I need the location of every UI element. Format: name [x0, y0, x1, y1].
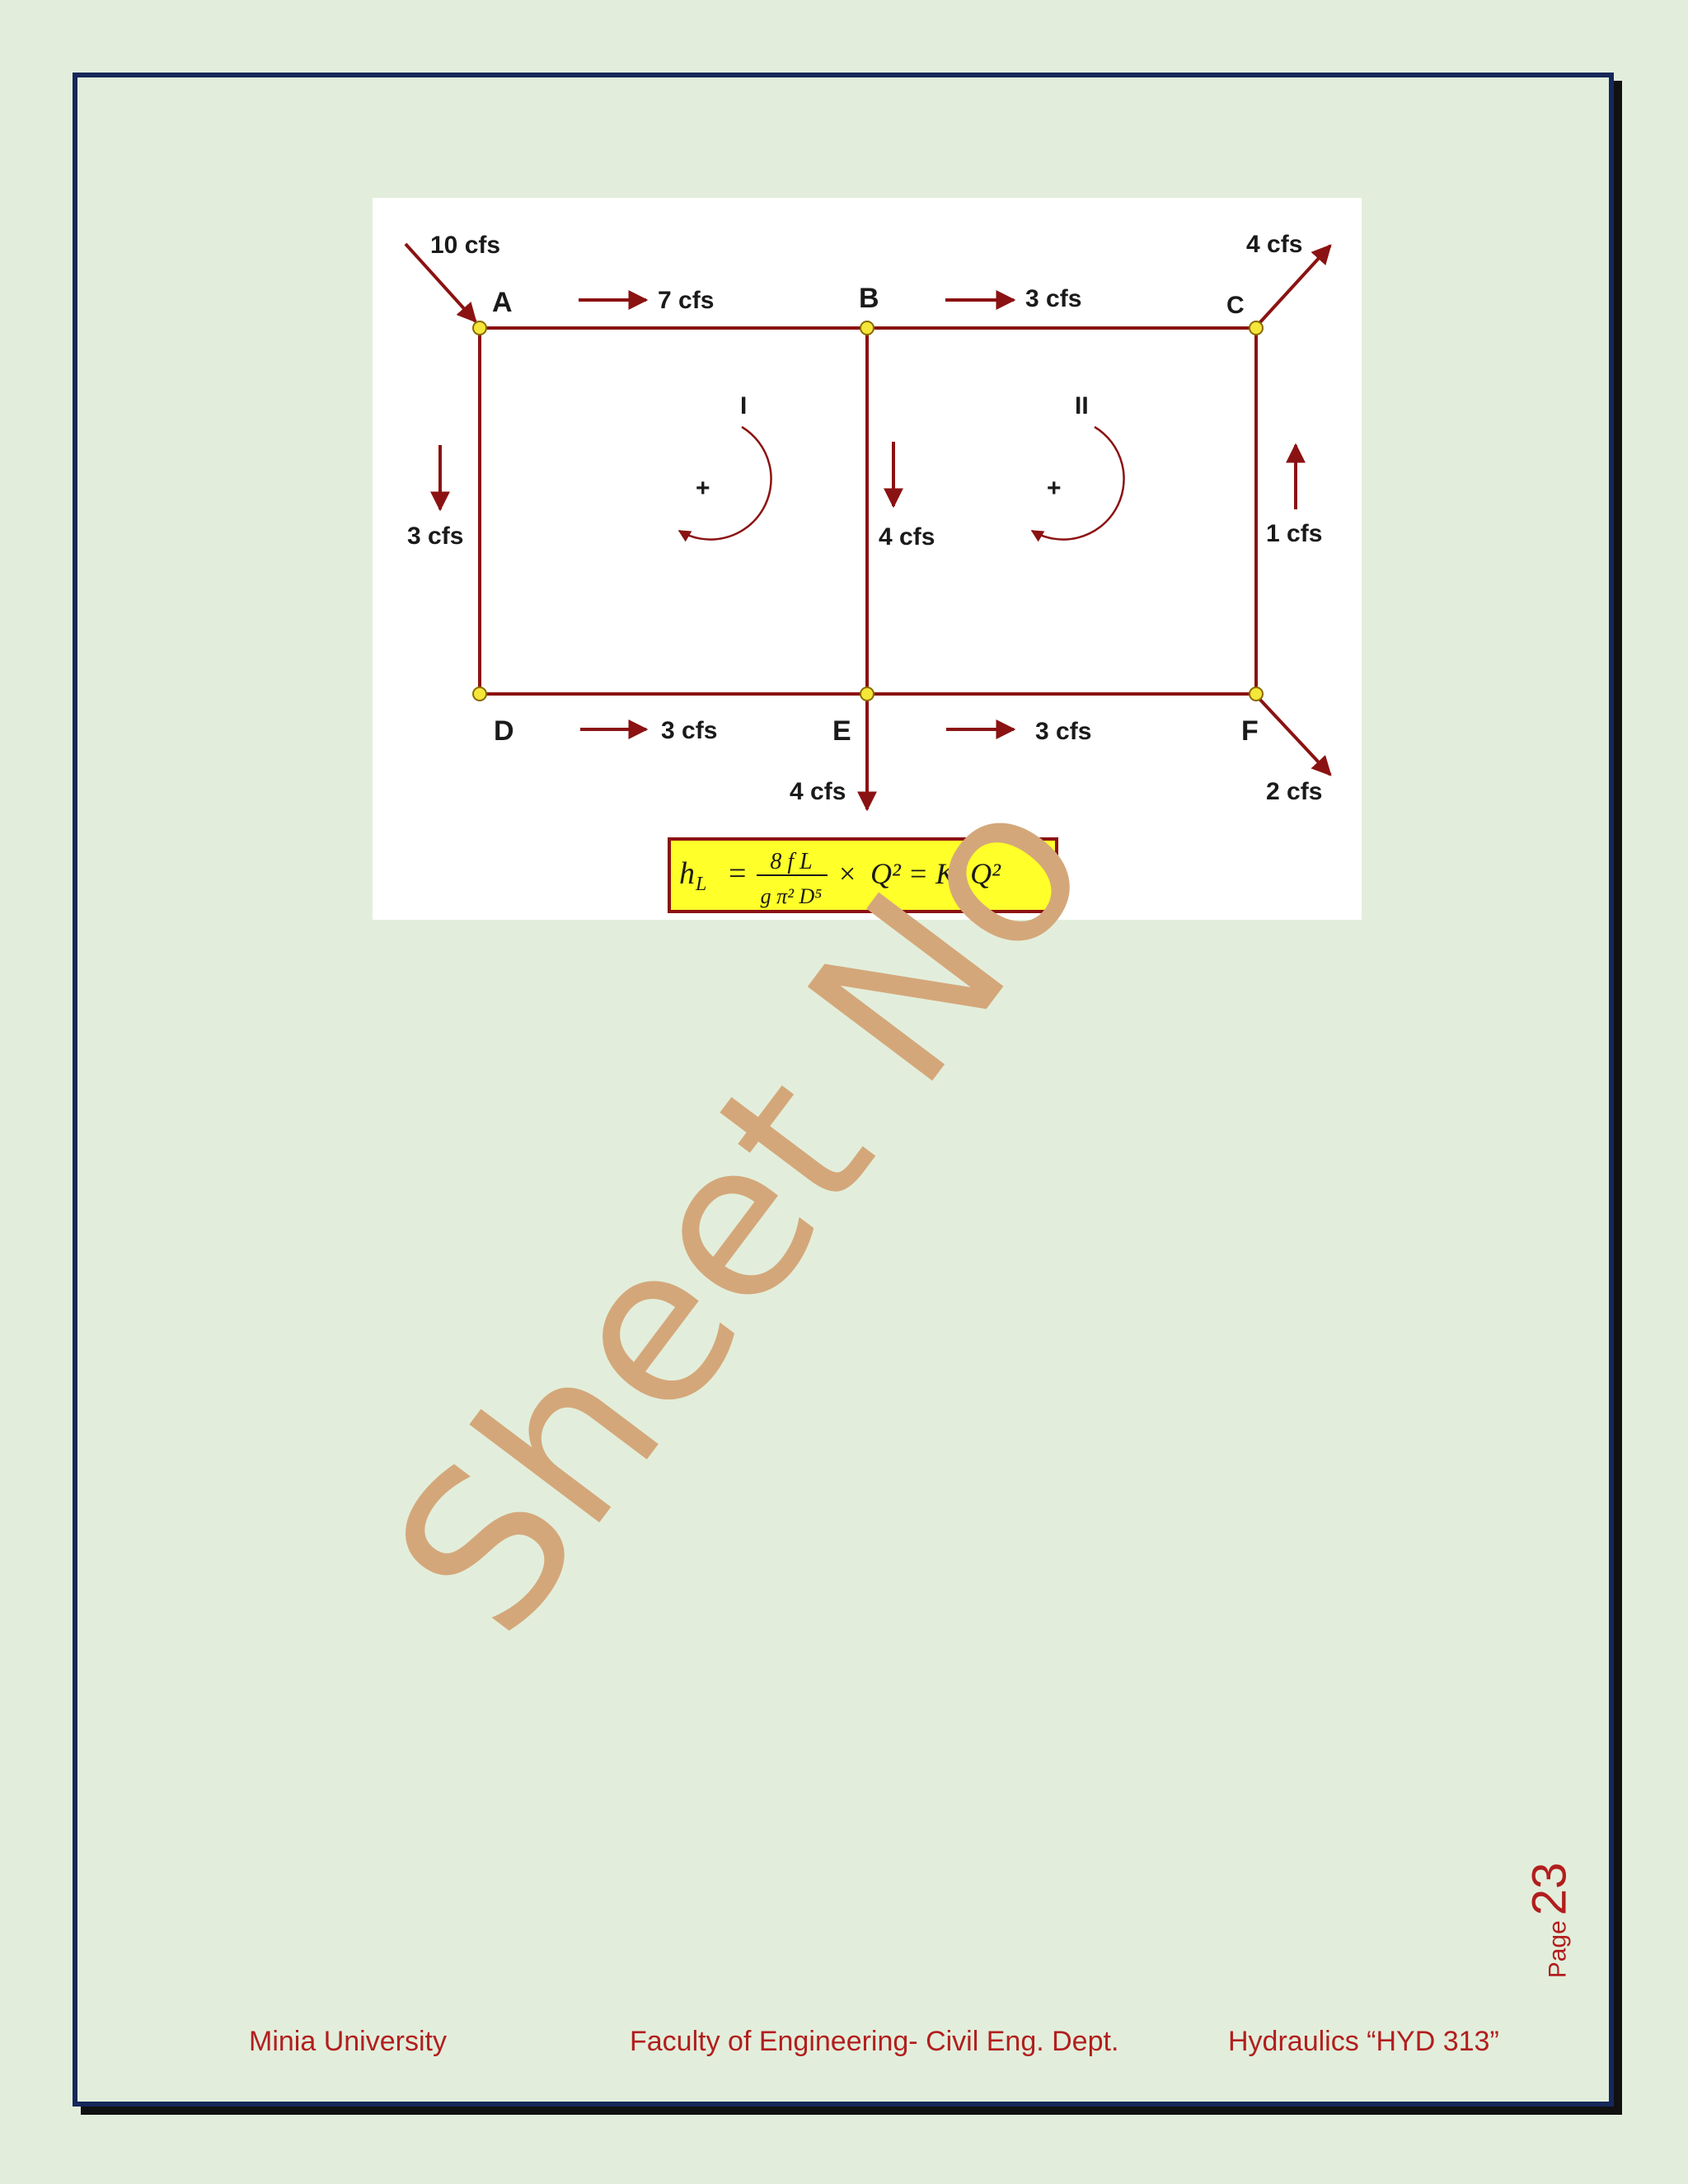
node-a-label: A — [492, 287, 513, 318]
node-e — [860, 687, 874, 701]
page-border — [73, 73, 1614, 2107]
flow-bc-label: 3 cfs — [1025, 285, 1081, 312]
page-word: Page — [1544, 1920, 1572, 1979]
flow-ad-label: 3 cfs — [407, 523, 463, 550]
node-a — [472, 321, 487, 335]
pipe-network-figure: A B C D E F 10 cfs 7 cfs 3 cfs 4 cfs 3 c… — [373, 198, 1362, 920]
node-c-label: C — [1226, 292, 1245, 319]
inflow-a-arrow — [404, 242, 477, 323]
flow-de-label: 3 cfs — [661, 717, 717, 744]
outflow-f-arrow — [1258, 697, 1332, 776]
node-f — [1249, 687, 1264, 701]
node-b — [860, 321, 874, 335]
node-d — [472, 687, 487, 701]
formula-box — [668, 837, 1058, 913]
formula-lhs: h — [679, 856, 695, 891]
loop-1-arc — [678, 425, 772, 542]
node-e-label: E — [832, 715, 851, 747]
node-b-label: B — [859, 283, 879, 314]
loop-2-label: II — [1075, 392, 1089, 419]
formula-times: × — [839, 857, 856, 890]
footer-university: Minia University — [249, 2026, 447, 2057]
loop-1-sign: + — [696, 475, 710, 502]
head-loss-formula: h L = 8 f L g π² D⁵ × Q² = K· Q² — [668, 837, 1058, 913]
outflow-c-arrow — [1258, 244, 1332, 325]
node-d-label: D — [494, 715, 514, 747]
outflow-e-label: 4 cfs — [790, 778, 846, 805]
loop-2-sign: + — [1047, 475, 1062, 502]
page-number: Page 23 — [1522, 1863, 1578, 1979]
inflow-a-label: 10 cfs — [430, 232, 500, 259]
flow-ef-label: 3 cfs — [1035, 718, 1091, 745]
outflow-c-label: 4 cfs — [1246, 231, 1302, 258]
flow-ab-label: 7 cfs — [658, 287, 714, 314]
formula-equals: = — [729, 856, 746, 891]
footer-faculty: Faculty of Engineering- Civil Eng. Dept. — [630, 2026, 1119, 2057]
page-number-value: 23 — [1522, 1862, 1577, 1916]
node-f-label: F — [1241, 715, 1259, 747]
outflow-f-label: 2 cfs — [1266, 778, 1322, 805]
formula-numerator: 8 f L — [770, 849, 812, 874]
flow-fc-label: 1 cfs — [1266, 520, 1322, 547]
node-c — [1249, 321, 1264, 335]
pipe-network-diagram: A B C D E F 10 cfs 7 cfs 3 cfs 4 cfs 3 c… — [404, 231, 1332, 913]
loop-2-arc — [1030, 425, 1125, 542]
footer-course: Hydraulics “HYD 313” — [1228, 2026, 1499, 2057]
flow-be-label: 4 cfs — [879, 523, 935, 551]
formula-denominator: g π² D⁵ — [761, 884, 823, 908]
loop-1-label: I — [740, 392, 747, 419]
formula-lhs-subscript: L — [695, 874, 706, 895]
formula-rhs: Q² = K· Q² — [870, 857, 1001, 890]
